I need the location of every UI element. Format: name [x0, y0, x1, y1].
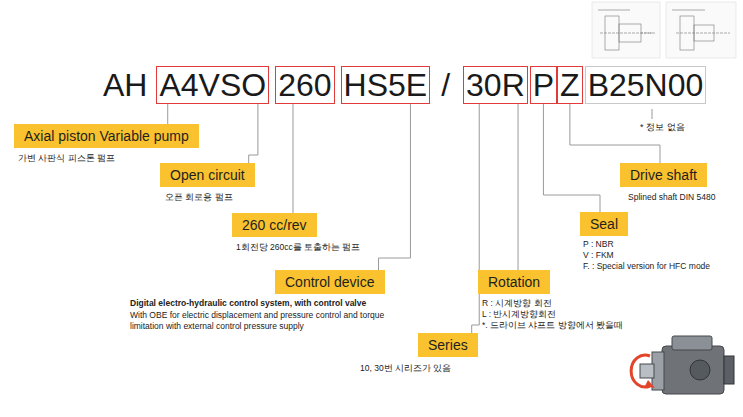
label-box: 260 cc/rev1회전당 260cc를 토출하는 펌프 — [232, 213, 317, 237]
leader-line — [570, 104, 660, 163]
label-box: Series10, 30번 시리즈가 있음 — [418, 333, 478, 357]
description-text: L : 반시계방향회전 — [482, 309, 642, 320]
code-text: P — [533, 67, 554, 103]
code-text: B25N00 — [588, 67, 704, 103]
note-text: * 정보 없음 — [640, 121, 685, 134]
code-text: A4VSO — [159, 67, 266, 103]
leader-line — [167, 104, 168, 124]
leader-line — [292, 104, 293, 213]
description-text: F. : Special version for HFC mode — [583, 261, 733, 272]
description-text: P : NBR — [583, 239, 733, 250]
code-segment: P — [530, 66, 557, 104]
label-box: Axial piston Variable pump가변 사판식 피스톤 펌프 — [14, 124, 199, 148]
label-heading: Control device — [285, 274, 375, 290]
description-text: Digital electro-hydraulic control system… — [130, 298, 415, 309]
code-segment: B25N00 — [585, 66, 707, 104]
label-heading: Axial piston Variable pump — [24, 128, 189, 144]
leader-line — [518, 104, 519, 270]
label-box: SealP : NBRV : FKMF. : Special version f… — [580, 212, 628, 236]
code-segment: 260 — [275, 66, 334, 104]
code-segment: A4VSO — [156, 66, 269, 104]
description-text: R : 시계방향 회전 — [482, 298, 642, 309]
code-text: 260 — [278, 67, 331, 103]
pump-illustration — [631, 336, 734, 394]
label-heading: Open circuit — [170, 167, 245, 183]
label-heading: Rotation — [488, 274, 540, 290]
note-leader — [652, 109, 653, 119]
code-segment: 30R — [463, 66, 528, 104]
description-text: 1회전당 260cc를 토출하는 펌프 — [236, 242, 386, 253]
description-text: With OBE for electric displacement and p… — [130, 310, 402, 332]
code-text: Z — [560, 67, 580, 103]
description-text: *. 드라이브 샤프트 방향에서 봤을때 — [482, 320, 642, 331]
code-text: AH — [100, 66, 150, 104]
label-box: Open circuit오픈 회로용 펌프 — [160, 163, 255, 187]
description-text: 오픈 회로용 펌프 — [165, 192, 285, 203]
leader-line — [543, 104, 600, 212]
description-text: Splined shaft DIN 5480 — [628, 192, 743, 203]
code-text: / — [438, 66, 453, 104]
code-text: AH — [103, 67, 147, 103]
description-text: 10, 30번 시리즈가 있음 — [360, 363, 510, 374]
code-segment: HS5E — [341, 66, 431, 104]
label-heading: Seal — [590, 216, 618, 232]
leader-line — [249, 104, 258, 163]
label-heading: Drive shaft — [630, 167, 697, 183]
label-heading: Series — [428, 337, 468, 353]
leader-line — [379, 104, 411, 270]
shaft-thumbnail — [592, 2, 736, 58]
leader-line — [472, 104, 480, 333]
label-box: Drive shaftSplined shaft DIN 5480 — [620, 163, 707, 187]
label-box: RotationR : 시계방향 회전L : 반시계방향회전*. 드라이브 샤프… — [478, 270, 550, 294]
code-segment: Z — [557, 66, 583, 104]
code-text: / — [441, 67, 450, 103]
code-text: 30R — [466, 67, 525, 103]
label-box: Control deviceDigital electro-hydraulic … — [275, 270, 385, 294]
description-text: V : FKM — [583, 250, 733, 261]
label-heading: 260 cc/rev — [242, 217, 307, 233]
code-text: HS5E — [344, 67, 428, 103]
